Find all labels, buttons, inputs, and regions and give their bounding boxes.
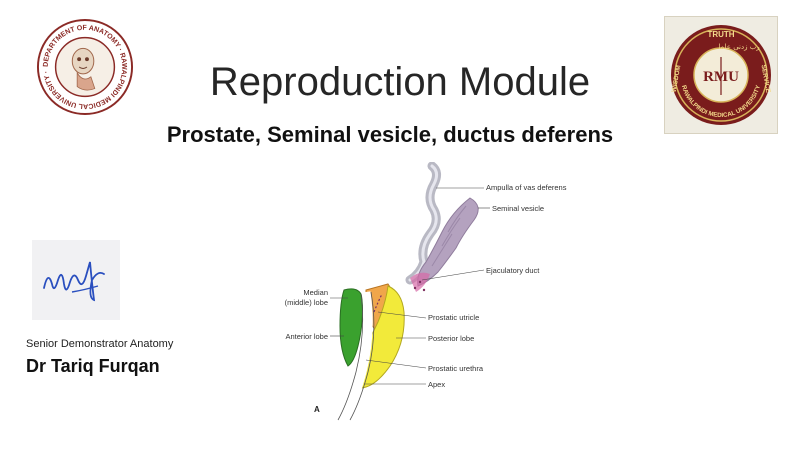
rmu-left-word: WISDOM xyxy=(671,65,683,93)
slide-title: Reproduction Module xyxy=(209,60,591,104)
anterior-lobe-shape xyxy=(339,288,363,367)
label-median-lobe-line1: Median xyxy=(303,288,328,297)
label-seminal-vesicle: Seminal vesicle xyxy=(492,204,544,213)
presenter-name: Dr Tariq Furqan xyxy=(26,356,160,376)
rmu-arabic-text: رب زدنی علما xyxy=(718,43,759,51)
presenter-role: Senior Demonstrator Anatomy xyxy=(26,338,174,350)
rmu-university-logo: TRUTH رب زدنی علما WISDOM SERVICE RAWALP… xyxy=(664,16,778,134)
label-prostatic-utricle: Prostatic utricle xyxy=(428,313,479,322)
prostate-anatomy-illustration: Ampulla of vas deferens Seminal vesicle … xyxy=(285,162,567,423)
rmu-top-text: TRUTH xyxy=(707,30,734,39)
label-median-lobe-line2: (middle) lobe xyxy=(285,298,328,307)
rmu-right-word: SERVICE xyxy=(760,64,772,94)
slide-subtitle: Prostate, Seminal vesicle, ductus defere… xyxy=(166,122,614,147)
university-seal-icon: TRUTH رب زدنی علما WISDOM SERVICE RAWALP… xyxy=(671,25,772,125)
label-prostatic-urethra: Prostatic urethra xyxy=(428,364,484,373)
signature-scribble-icon xyxy=(43,261,105,302)
prostate-diagram: Ampulla of vas deferens Seminal vesicle … xyxy=(270,162,590,424)
label-ampulla: Ampulla of vas deferens xyxy=(486,183,567,192)
label-posterior-lobe: Posterior lobe xyxy=(428,334,474,343)
label-ejaculatory-duct: Ejaculatory duct xyxy=(486,266,540,275)
signature-image xyxy=(32,240,120,320)
panel-letter: A xyxy=(314,405,320,414)
anatomy-department-logo: DEPARTMENT OF ANATOMY · RAWALPINDI MEDIC… xyxy=(36,18,134,116)
label-apex: Apex xyxy=(428,380,445,389)
anatomy-skull-logo-icon: DEPARTMENT OF ANATOMY · RAWALPINDI MEDIC… xyxy=(36,18,134,116)
label-anterior-lobe: Anterior lobe xyxy=(285,332,328,341)
